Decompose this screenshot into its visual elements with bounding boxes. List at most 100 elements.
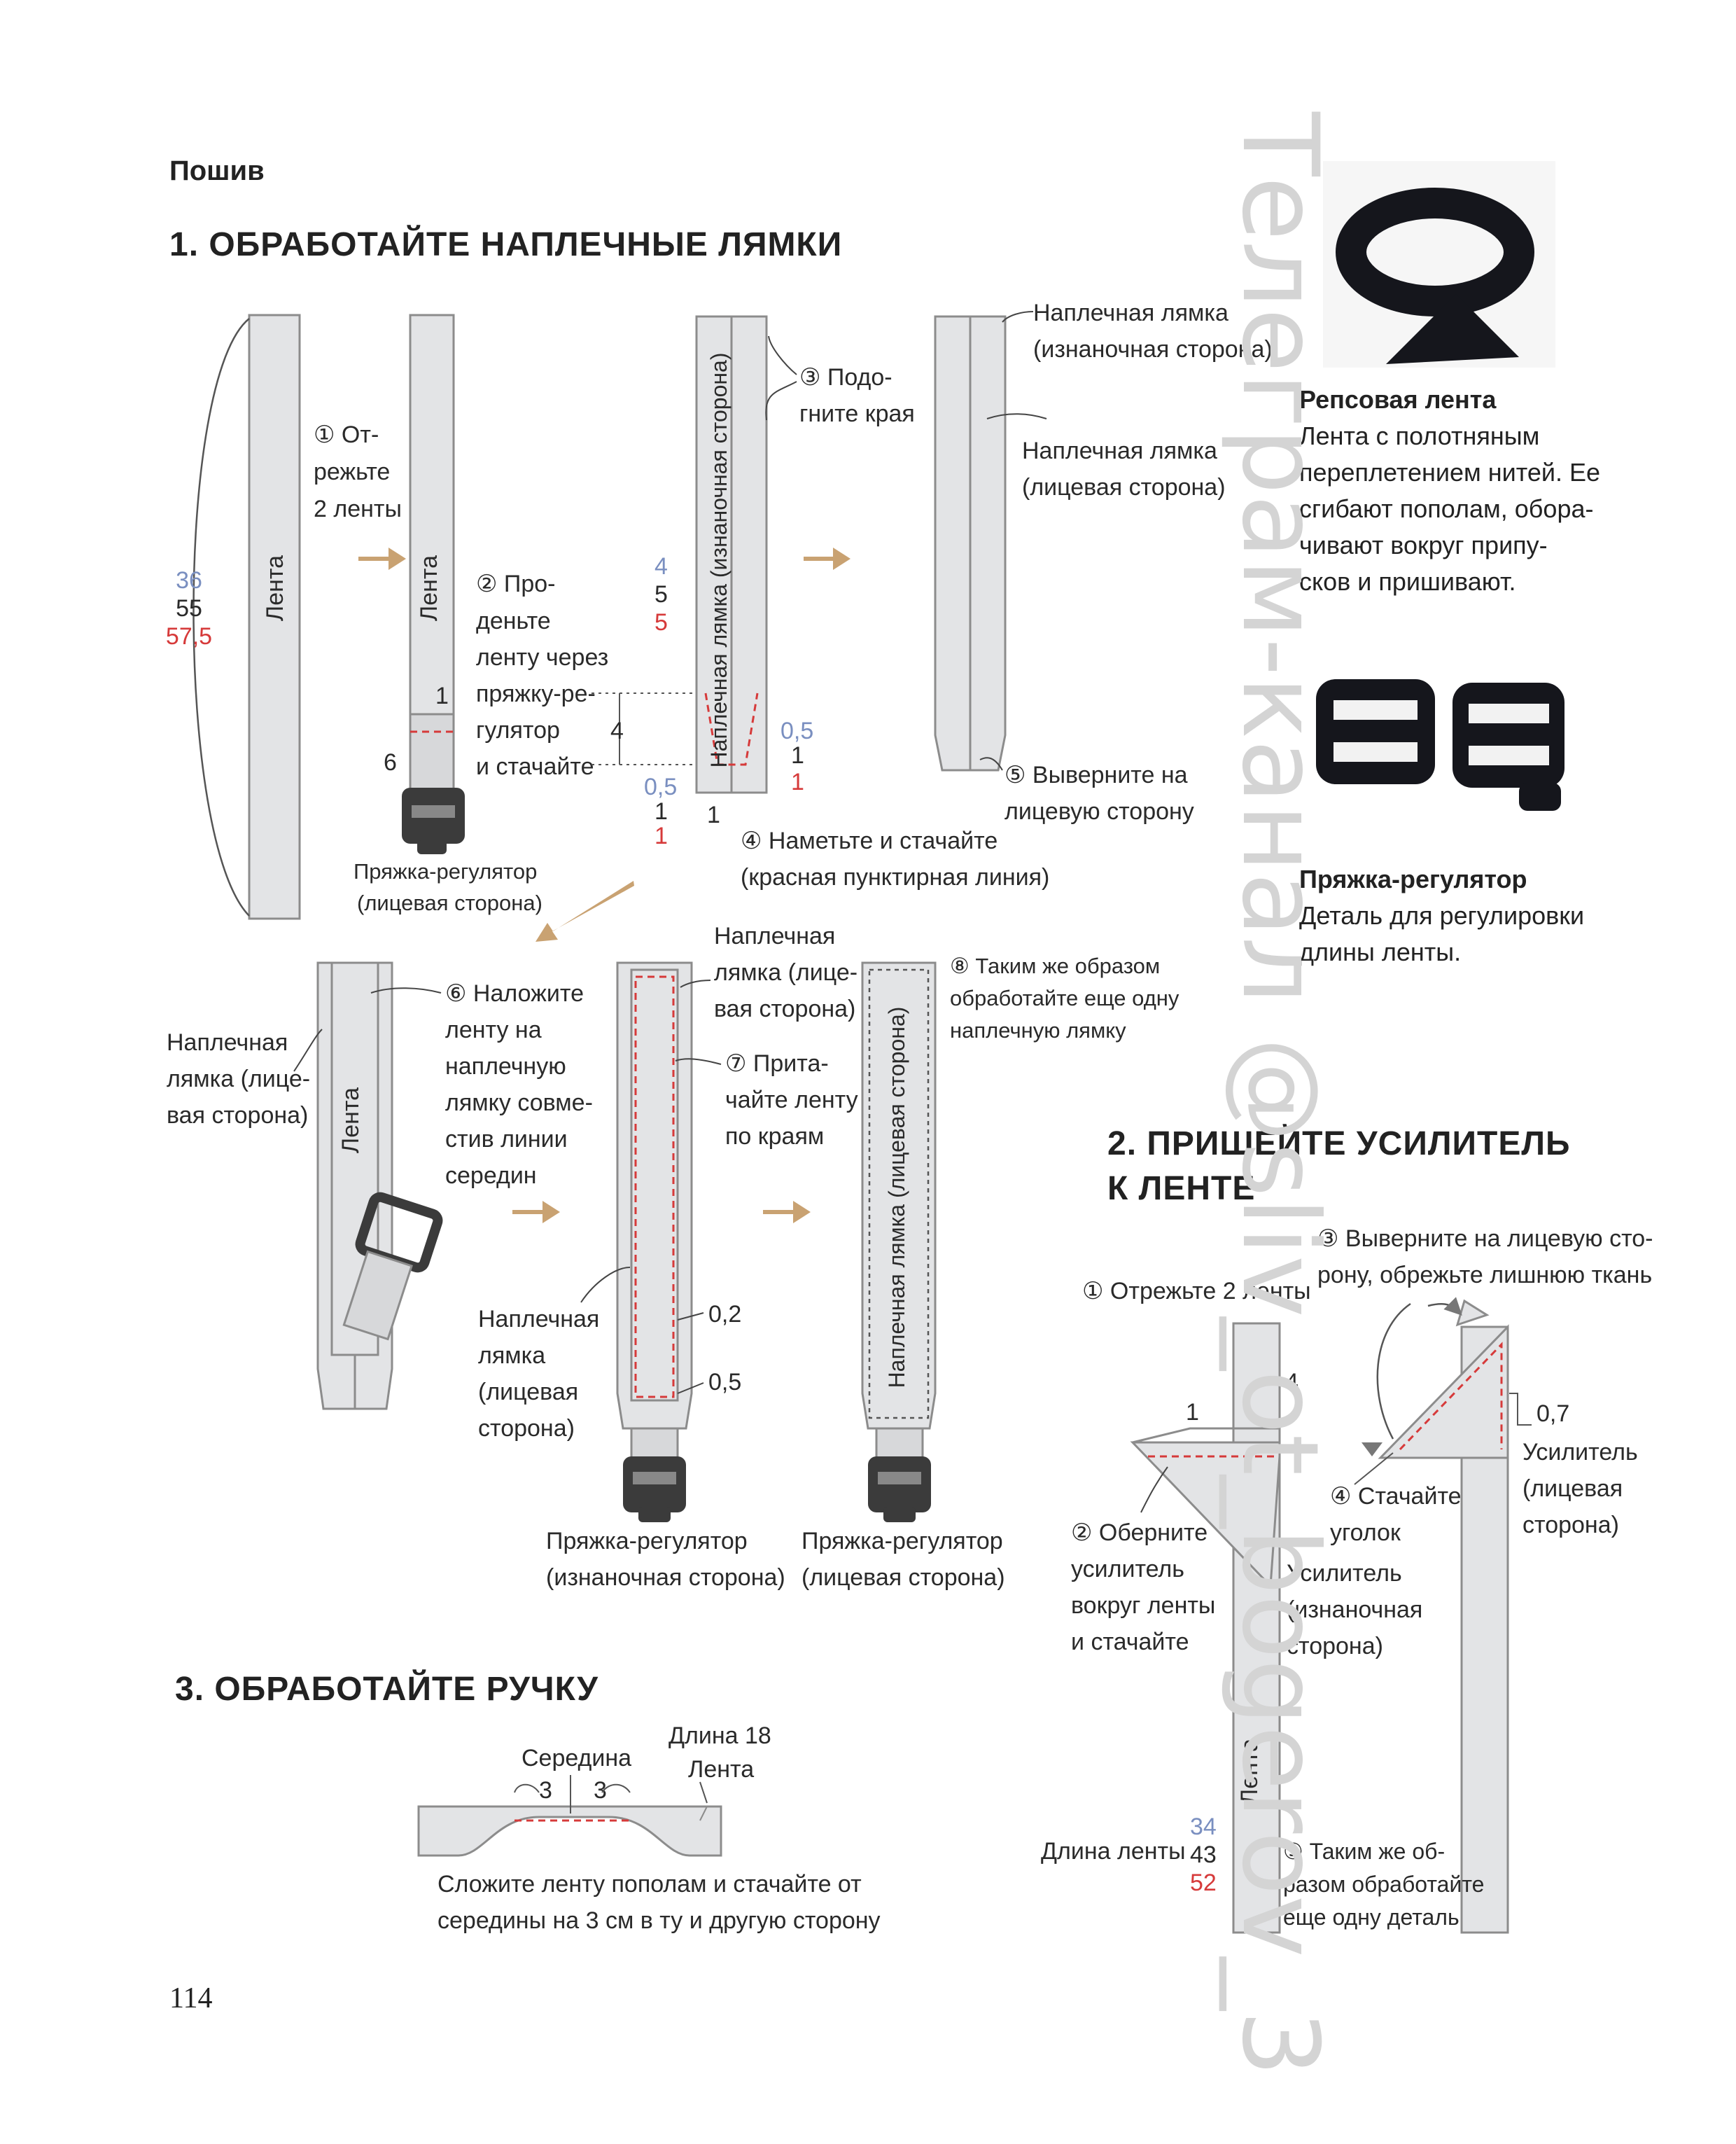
measure: 3 [594, 1777, 607, 1804]
buckle3-label: (лицевая сторона) [802, 1564, 1005, 1591]
buckle-line: Деталь для регулировки [1299, 901, 1585, 930]
measure: 1 [1186, 1399, 1199, 1426]
step1-s6: лямку совме- [445, 1090, 593, 1116]
step2-reinforcer-strip: Лента [1130, 1322, 1281, 1934]
step1-s5: лицевую сторону [1004, 798, 1194, 825]
measure: 1 [654, 823, 668, 849]
step2-s2: усилитель [1071, 1556, 1184, 1582]
step1-turned-strap [934, 315, 1007, 772]
page-number: 114 [169, 1982, 213, 2014]
step1-s4: (красная пунктирная линия) [741, 864, 1049, 891]
mid-bot-label: Наплечная [478, 1306, 599, 1332]
size-blue: 36 [176, 567, 202, 594]
tape-label: Лента [416, 555, 442, 621]
reinforcer-face-label: Усилитель [1522, 1439, 1638, 1466]
step1-s3: ③ Подо- [799, 364, 892, 391]
step1-s1: режьте [314, 459, 390, 485]
step1-tape-buckle: Лента 1 6 [384, 314, 465, 854]
buckle2-label: Пряжка-регулятор [546, 1528, 748, 1554]
measure: 52 [1190, 1870, 1217, 1896]
section-label: Пошив [169, 155, 265, 186]
step3-note: Сложите ленту пополам и стачайте от [438, 1871, 862, 1898]
buckle-label: Пряжка-регулятор [354, 859, 537, 884]
tape-photo [1323, 161, 1555, 368]
reinforcer-wrong-label: сторона) [1287, 1633, 1383, 1659]
step2-s5: еще одну деталь [1283, 1905, 1460, 1930]
step1-s2: ② Про- [476, 571, 556, 597]
step1-folded-strap: Наплечная лямка (изнаночная сторона) [695, 315, 768, 794]
tape-line: сгибают пополам, обора- [1299, 494, 1594, 523]
step3-note: середины на 3 см в ту и другую сторону [438, 1907, 881, 1934]
size-red: 57,5 [166, 623, 212, 650]
step2-s4: ④ Стачайте [1330, 1483, 1462, 1510]
wrong-side-label: (изнаночная сторона) [1033, 336, 1273, 363]
measure: 0,5 [644, 774, 677, 800]
measure: 0,2 [708, 1301, 741, 1328]
measure: 5 [654, 609, 668, 636]
right-side-label: (лицевая сторона) [1022, 474, 1226, 501]
step1-final-strap: Наплечная лямка (лицевая сторона) [861, 961, 937, 1522]
arrow-right-icon [512, 1201, 560, 1223]
step1-stitched-strap [616, 961, 693, 1522]
step2-title-line2: К ЛЕНТЕ [1107, 1170, 1256, 1207]
step2-s2: и стачайте [1071, 1629, 1189, 1655]
step2-s5: разом обработайте [1283, 1872, 1484, 1897]
sidebar-tape-note: Репсовая лента Лента с полотняным перепл… [1299, 382, 1600, 600]
buckle-line: длины ленты. [1299, 938, 1462, 966]
step2-turned-reinforcer [1362, 1297, 1509, 1934]
measure: 1 [791, 742, 804, 769]
reinforcer-face-label: (лицевая [1522, 1475, 1623, 1502]
step2-s5: ⑤ Таким же об- [1283, 1839, 1445, 1864]
right-side-label: Наплечная лямка [1022, 438, 1217, 464]
measure: 5 [654, 581, 668, 608]
step3-handle [417, 1805, 722, 1857]
tape-line: переплетением нитей. Ее [1299, 458, 1600, 487]
step1-title: 1. ОБРАБОТАЙТЕ НАПЛЕЧНЫЕ ЛЯМКИ [169, 226, 843, 263]
tape-line: сков и пришивают. [1299, 567, 1516, 596]
step1-s6: середин [445, 1162, 537, 1189]
length-18-label: Длина 18 [668, 1722, 771, 1749]
step1-s2: гулятор [476, 717, 560, 744]
mid-top-label: вая сторона) [714, 996, 855, 1022]
step2-s3: ③ Выверните на лицевую сто- [1317, 1225, 1653, 1252]
step2-s2: ② Оберните [1071, 1519, 1208, 1546]
left-strap-label: лямка (лице- [167, 1066, 310, 1092]
arrow-right-icon [763, 1201, 811, 1223]
dim-6: 6 [384, 749, 397, 776]
step1-s5: ⑤ Выверните на [1004, 762, 1188, 788]
tape-label: Лента [1236, 1739, 1263, 1804]
measure: 1 [791, 769, 804, 795]
step1-s2: деньте [476, 608, 551, 634]
measure: 4 [1285, 1369, 1298, 1395]
wrong-side-label: Наплечная лямка [1033, 300, 1228, 326]
dim-4: 4 [610, 718, 624, 744]
measure: 3 [539, 1777, 552, 1804]
step1-s7: по краям [725, 1123, 824, 1150]
left-strap-label: Наплечная [167, 1029, 288, 1056]
buckle2-label: (изнаночная сторона) [546, 1564, 785, 1591]
step1-s6: ленту на [445, 1017, 542, 1043]
step1-s2: и стачайте [476, 753, 594, 780]
step1-s2: пряжку-ре- [476, 681, 596, 707]
buckle-photo [1316, 679, 1564, 811]
size-dark: 55 [176, 595, 202, 622]
tape-line: Лента с полотняным [1299, 422, 1540, 450]
measure: 0,7 [1536, 1400, 1569, 1427]
step2-s2: вокруг ленты [1071, 1592, 1215, 1619]
tape-line: чивают вокруг припу- [1299, 531, 1548, 559]
buckle3-label: Пряжка-регулятор [802, 1528, 1003, 1554]
step1-s3: гните края [799, 401, 915, 427]
middle-label: Середина [522, 1745, 631, 1771]
mid-bot-label: (лицевая [478, 1379, 578, 1405]
measure: 0,5 [780, 718, 813, 744]
step1-s1: 2 ленты [314, 496, 402, 522]
step1-s6: наплечную [445, 1053, 566, 1080]
mid-top-label: лямка (лице- [714, 959, 858, 986]
arrow-down-left-icon [536, 881, 634, 942]
step1-tape-long: Лента 36 55 57,5 [166, 314, 301, 920]
measure: 34 [1190, 1814, 1217, 1840]
arrow-right-icon [804, 548, 850, 570]
step2-title: 2. ПРИШЕЙТЕ УСИЛИТЕЛЬ К ЛЕНТЕ [1107, 1122, 1571, 1211]
